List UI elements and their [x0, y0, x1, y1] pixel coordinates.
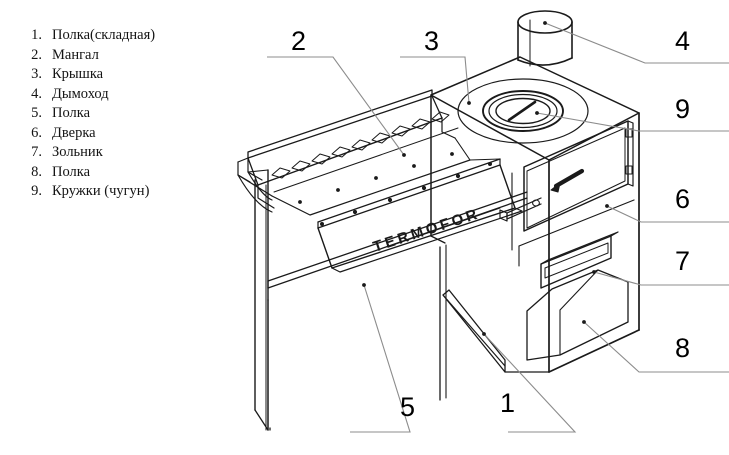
leader-3 [400, 56, 470, 104]
leader-8 [583, 321, 729, 373]
list-item: 2. Мангал [14, 46, 219, 66]
stove-top-plate [430, 56, 640, 161]
list-item: 5. Полка [14, 104, 219, 124]
legend-item-number: 2. [31, 46, 42, 63]
legend-item-number: 9. [31, 183, 42, 199]
legend-item-label: Зольник [52, 144, 103, 160]
mangal-grill-box [237, 89, 501, 229]
list-item: 7. Зольник [14, 143, 219, 163]
legend-item-number: 6. [31, 124, 42, 141]
callout-4: 4 [675, 26, 691, 56]
legend-item-label: Полка(складная) [52, 27, 156, 43]
callout-6: 6 [675, 184, 691, 214]
legend-item-number: 5. [31, 105, 42, 121]
legend-item-label: Мангал [52, 46, 99, 63]
list-item: 9. Кружки (чугун) [14, 182, 219, 202]
leader-lines [267, 22, 729, 433]
callout-8: 8 [675, 333, 691, 363]
list-item: 6. Дверка [14, 124, 219, 144]
ash-pan [540, 231, 619, 289]
callout-3: 3 [424, 26, 440, 56]
legend-item-number: 1. [31, 27, 42, 43]
front-facia [317, 164, 523, 273]
legend-item-label: Полка [52, 105, 91, 121]
callout-9: 9 [675, 94, 691, 124]
callout-2: 2 [291, 26, 307, 56]
callout-7: 7 [675, 246, 691, 276]
legend-item-number: 7. [31, 144, 42, 160]
callout-1: 1 [500, 388, 516, 418]
leader-5 [350, 284, 411, 433]
list-item: 3. Крышка [14, 65, 219, 85]
firebox-door [499, 120, 634, 232]
list-item: 1. Полка(складная) [14, 26, 219, 46]
chimney-part [517, 10, 573, 67]
leader-4 [544, 22, 729, 64]
legend-item-number: 3. [31, 66, 42, 82]
legend-item-number: 8. [31, 163, 42, 180]
leader-2 [267, 56, 405, 156]
list-item: 8. Полка [14, 163, 219, 183]
leader-end-dots [362, 21, 609, 336]
callout-5: 5 [400, 392, 416, 422]
leader-1 [483, 333, 577, 433]
parts-legend: 1. Полка(складная) 2. Мангал 3. Крышка 4… [14, 26, 219, 202]
stove-body [430, 94, 640, 373]
leader-6 [606, 205, 729, 223]
legend-item-number: 4. [31, 85, 42, 102]
stand-frame [237, 169, 550, 431]
legend-item-label: Кружки (чугун) [52, 183, 150, 199]
leader-7 [593, 271, 729, 286]
legend-item-label: Дымоход [52, 85, 109, 102]
legend-item-label: Крышка [52, 66, 104, 82]
drawing-linework: TERMOFOR [237, 10, 640, 431]
list-item: 4. Дымоход [14, 85, 219, 105]
legend-item-label: Полка [52, 163, 91, 180]
lower-shelf-niche [526, 269, 629, 361]
legend-item-label: Дверка [52, 124, 96, 141]
rivet-dots [298, 152, 492, 226]
leader-9 [536, 112, 729, 132]
